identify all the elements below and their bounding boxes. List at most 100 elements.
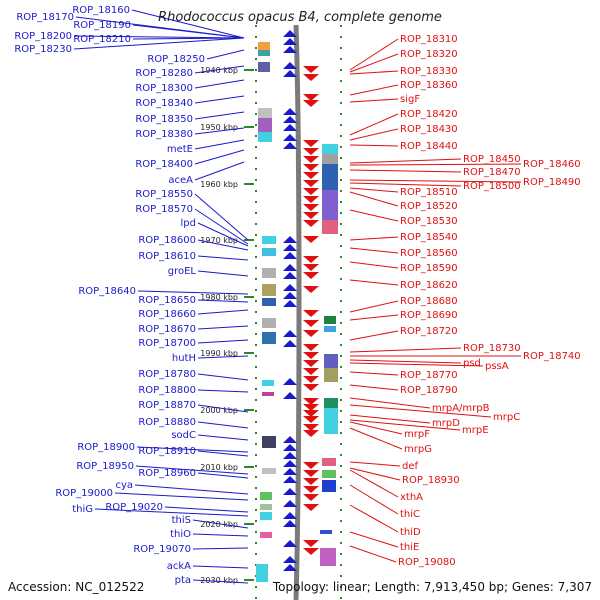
gene-label-left[interactable]: ROP_19020 [105, 502, 163, 513]
gene-label-left[interactable]: ROP_18280 [135, 68, 193, 79]
reverse-gene-arrow[interactable] [303, 540, 319, 547]
reverse-gene-arrow[interactable] [303, 256, 319, 263]
forward-gene-arrow[interactable] [283, 252, 297, 259]
gene-label-right[interactable]: ROP_18510 [400, 187, 458, 198]
reverse-gene-arrow[interactable] [303, 368, 319, 375]
reverse-gene-arrow[interactable] [303, 384, 319, 391]
gene-label-left[interactable]: ROP_18610 [138, 251, 196, 262]
gene-label-left[interactable]: aceA [168, 175, 193, 186]
reverse-gene-arrow[interactable] [303, 470, 319, 477]
forward-gene-arrow[interactable] [283, 512, 297, 519]
reverse-gene-arrow[interactable] [303, 548, 319, 555]
gene-label-left[interactable]: ROP_18600 [138, 235, 196, 246]
reverse-gene-arrow[interactable] [303, 220, 319, 227]
gene-label-right[interactable]: mrpC [493, 412, 520, 423]
gene-label-right[interactable]: ROP_18450 [463, 154, 521, 165]
gene-label-right[interactable]: ROP_19080 [398, 557, 456, 568]
gene-label-left[interactable]: ROP_18160 [72, 5, 130, 16]
gene-label-left[interactable]: ROP_18380 [135, 129, 193, 140]
forward-gene-arrow[interactable] [283, 124, 297, 131]
reverse-gene-arrow[interactable] [303, 204, 319, 211]
gene-label-right[interactable]: ROP_18460 [523, 159, 581, 170]
forward-gene-arrow[interactable] [283, 38, 297, 45]
gene-label-right[interactable]: mrpG [404, 444, 432, 455]
gene-label-right[interactable]: ROP_18740 [523, 351, 581, 362]
gene-label-left[interactable]: ROP_18340 [135, 98, 193, 109]
reverse-gene-arrow[interactable] [303, 416, 319, 423]
forward-gene-arrow[interactable] [283, 108, 297, 115]
reverse-gene-arrow[interactable] [303, 404, 319, 411]
gene-label-right[interactable]: pssA [485, 361, 509, 372]
gene-label-left[interactable]: groEL [168, 266, 197, 277]
forward-gene-arrow[interactable] [283, 70, 297, 77]
gene-label-right[interactable]: mrpF [404, 429, 430, 440]
gene-label-right[interactable]: ROP_18430 [400, 124, 458, 135]
forward-gene-arrow[interactable] [283, 476, 297, 483]
reverse-gene-arrow[interactable] [303, 320, 319, 327]
forward-gene-arrow[interactable] [283, 46, 297, 53]
reverse-gene-arrow[interactable] [303, 74, 319, 81]
forward-gene-arrow[interactable] [283, 460, 297, 467]
gene-label-left[interactable]: ROP_18550 [135, 189, 193, 200]
gene-label-left[interactable]: thiS [172, 515, 191, 526]
gene-label-left[interactable]: ROP_18880 [138, 417, 196, 428]
gene-label-right[interactable]: mrpD [432, 418, 460, 429]
gene-label-left[interactable]: hutH [172, 353, 196, 364]
reverse-gene-arrow[interactable] [303, 376, 319, 383]
gene-label-right[interactable]: mrpE [462, 425, 489, 436]
reverse-gene-arrow[interactable] [303, 100, 319, 107]
reverse-gene-arrow[interactable] [303, 352, 319, 359]
gene-label-right[interactable]: ROP_18770 [400, 370, 458, 381]
gene-label-left[interactable]: cya [115, 480, 133, 491]
gene-label-right[interactable]: thiC [400, 509, 420, 520]
gene-label-left[interactable]: ROP_18900 [77, 442, 135, 453]
reverse-gene-arrow[interactable] [303, 462, 319, 469]
forward-gene-arrow[interactable] [283, 330, 297, 337]
forward-gene-arrow[interactable] [283, 444, 297, 451]
gene-label-right[interactable]: ROP_18470 [463, 167, 521, 178]
forward-gene-arrow[interactable] [283, 30, 297, 37]
gene-label-left[interactable]: ROP_18650 [138, 295, 196, 306]
gene-label-right[interactable]: sigF [400, 94, 420, 105]
gene-label-left[interactable]: sodC [171, 430, 196, 441]
gene-label-right[interactable]: ROP_18530 [400, 216, 458, 227]
forward-gene-arrow[interactable] [283, 452, 297, 459]
gene-label-left[interactable]: ROP_18950 [76, 461, 134, 472]
gene-label-left[interactable]: pta [175, 575, 191, 586]
reverse-gene-arrow[interactable] [303, 196, 319, 203]
forward-gene-arrow[interactable] [283, 292, 297, 299]
gene-label-left[interactable]: ROP_18210 [73, 34, 131, 45]
reverse-gene-arrow[interactable] [303, 504, 319, 511]
gene-label-right[interactable]: ROP_18620 [400, 280, 458, 291]
gene-label-left[interactable]: ROP_18700 [138, 338, 196, 349]
forward-gene-arrow[interactable] [283, 520, 297, 527]
gene-label-right[interactable]: thiE [400, 542, 419, 553]
gene-label-right[interactable]: xthA [400, 492, 423, 503]
forward-gene-arrow[interactable] [283, 116, 297, 123]
gene-label-right[interactable]: ROP_18930 [402, 475, 460, 486]
reverse-gene-arrow[interactable] [303, 478, 319, 485]
gene-label-left[interactable]: ackA [167, 561, 191, 572]
forward-gene-arrow[interactable] [283, 468, 297, 475]
forward-gene-arrow[interactable] [283, 134, 297, 141]
gene-label-left[interactable]: ROP_19070 [133, 544, 191, 555]
forward-gene-arrow[interactable] [283, 436, 297, 443]
gene-label-right[interactable]: ROP_18360 [400, 80, 458, 91]
gene-label-right[interactable]: ROP_18790 [400, 385, 458, 396]
reverse-gene-arrow[interactable] [303, 66, 319, 73]
reverse-gene-arrow[interactable] [303, 140, 319, 147]
gene-label-left[interactable]: ROP_18350 [135, 114, 193, 125]
reverse-gene-arrow[interactable] [303, 264, 319, 271]
gene-label-left[interactable]: ROP_18250 [147, 54, 205, 65]
gene-label-right[interactable]: ROP_18420 [400, 109, 458, 120]
gene-label-left[interactable]: ROP_18800 [138, 385, 196, 396]
gene-label-left[interactable]: ROP_19000 [55, 488, 113, 499]
reverse-gene-arrow[interactable] [303, 424, 319, 431]
reverse-gene-arrow[interactable] [303, 180, 319, 187]
gene-label-right[interactable]: ROP_18690 [400, 310, 458, 321]
gene-label-left[interactable]: ROP_18400 [135, 159, 193, 170]
gene-label-left[interactable]: ROP_18960 [138, 468, 196, 479]
forward-gene-arrow[interactable] [283, 264, 297, 271]
gene-label-right[interactable]: ROP_18490 [523, 177, 581, 188]
reverse-gene-arrow[interactable] [303, 236, 319, 243]
